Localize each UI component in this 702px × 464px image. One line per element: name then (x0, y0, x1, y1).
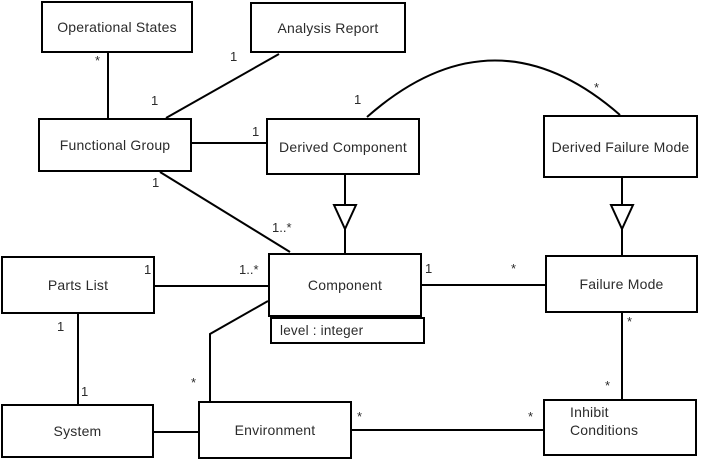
multiplicity-failure-mode-end-comp: * (511, 261, 517, 276)
multiplicity-inhibit-conditions-end-env: * (528, 409, 534, 424)
multiplicity-component-end-fg: 1..* (272, 220, 292, 235)
class-label: Failure Mode (579, 276, 664, 292)
class-functional-group[interactable]: Functional Group (38, 118, 192, 172)
class-component-attributes[interactable]: level : integer (270, 317, 425, 344)
class-system[interactable]: System (1, 404, 154, 458)
class-environment[interactable]: Environment (198, 401, 352, 459)
class-label: Operational States (57, 19, 177, 35)
class-label: Derived Component (279, 138, 407, 155)
class-failure-mode[interactable]: Failure Mode (545, 255, 698, 313)
multiplicity-environment-end-comp: * (191, 375, 197, 390)
multiplicity-functional-group-end-comp: 1 (152, 175, 160, 190)
class-label: Parts List (47, 277, 109, 293)
multiplicity-derived-failure-mode-end-arc: * (594, 80, 600, 95)
association-derived-component-derived-failure-mode-arc (366, 59, 621, 118)
class-analysis-report[interactable]: Analysis Report (250, 2, 406, 53)
generalization-triangle-icon (332, 204, 358, 232)
multiplicity-analysis-report-end: 1 (230, 49, 238, 64)
multiplicity-component-end-fm: 1 (425, 261, 433, 276)
class-label: Analysis Report (277, 19, 379, 36)
multiplicity-environment-end-ic: * (357, 409, 363, 424)
multiplicity-parts-list-end-comp: 1 (144, 262, 152, 277)
class-label: Environment (234, 422, 316, 438)
multiplicity-parts-list-end-sys: 1 (57, 319, 65, 334)
multiplicity-derived-component-end-arc: 1 (354, 92, 362, 107)
class-derived-failure-mode[interactable]: Derived Failure Mode (543, 115, 698, 178)
multiplicity-derived-component-end-fg: 1 (252, 124, 260, 139)
multiplicity-system-end-pl: 1 (81, 384, 89, 399)
class-component[interactable]: Component (268, 253, 422, 317)
multiplicity-inhibit-conditions-end-fm: * (605, 378, 611, 393)
attribute-label: level : integer (280, 323, 364, 338)
class-inhibit-conditions[interactable]: Inhibit Conditions (543, 399, 697, 456)
multiplicity-failure-mode-end-ic: * (627, 314, 633, 329)
multiplicity-component-end-pl: 1..* (239, 262, 259, 277)
class-operational-states[interactable]: Operational States (41, 1, 193, 53)
generalization-triangle-icon (609, 204, 635, 232)
class-label: System (53, 423, 102, 439)
multiplicity-operational-states-end: * (95, 53, 101, 68)
multiplicity-functional-group-end-os: 1 (151, 93, 159, 108)
association-analysis-report-functional-group (165, 53, 280, 119)
class-label: Component (307, 277, 383, 293)
association-component-environment (209, 300, 269, 401)
class-label: Derived Failure Mode (551, 138, 690, 155)
class-derived-component[interactable]: Derived Component (266, 118, 420, 175)
class-label: Functional Group (59, 137, 171, 153)
association-functional-group-component (159, 171, 291, 253)
class-parts-list[interactable]: Parts List (1, 256, 155, 314)
class-label: Inhibit Conditions (570, 404, 639, 438)
